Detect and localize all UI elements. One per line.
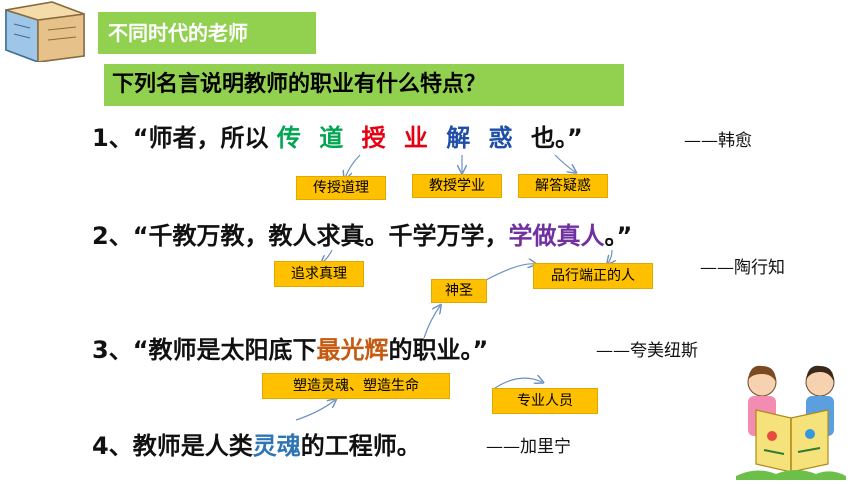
arrow-shen-sheng-to-zhen xyxy=(485,264,535,281)
word-ye: 业 xyxy=(403,124,438,152)
note-pin-xing-duan-zheng: 品行端正的人 xyxy=(533,263,653,289)
question-banner: 下列名言说明教师的职业有什么特点？ xyxy=(104,64,624,106)
arrow-zhuan-ye xyxy=(494,378,542,389)
arrow-zhen-ren xyxy=(608,249,612,263)
word-shou: 授 xyxy=(361,124,396,152)
arrow-shen-sheng xyxy=(423,306,440,339)
quote-2: 2、“千教万教，教人求真。千学万学，学做真人。” xyxy=(92,216,632,251)
book-box-icon xyxy=(5,1,85,62)
quote-4-suffix: 的工程师。 xyxy=(300,432,421,460)
quote-1-prefix: 1、“师者，所以 xyxy=(92,124,269,152)
note-jie-da-yi-huo: 解答疑惑 xyxy=(518,174,608,198)
arrow-jie-huo xyxy=(554,154,575,172)
quote-3-highlight: 最光辉 xyxy=(316,336,389,364)
quote-2-highlight: 学做真人 xyxy=(508,222,605,250)
word-chuan: 传 xyxy=(276,124,311,152)
children-reading-icon xyxy=(736,365,846,480)
note-su-zao: 塑造灵魂、塑造生命 xyxy=(262,373,450,399)
quote-4-highlight: 灵魂 xyxy=(252,432,301,460)
author-han-yu: ——韩愈 xyxy=(684,131,752,151)
note-jiao-shou-xue-ye: 教授学业 xyxy=(412,174,502,198)
section-tag: 不同时代的老师 xyxy=(98,12,316,54)
quote-2-prefix: 2、“千教万教，教人求真。千学万学， xyxy=(92,222,509,250)
word-dao: 道 xyxy=(319,124,354,152)
author-jia-li-ning: ——加里宁 xyxy=(486,437,571,457)
word-jie: 解 xyxy=(446,124,481,152)
quote-2-suffix: 。” xyxy=(604,222,633,250)
quote-4: 4、教师是人类灵魂的工程师。 xyxy=(92,426,421,461)
author-kua-mei-niu-si: ——夸美纽斯 xyxy=(596,341,698,361)
arrow-ling-hun xyxy=(295,400,335,421)
quote-3-prefix: 3、“教师是太阳底下 xyxy=(92,336,317,364)
quote-1: 1、“师者，所以 传 道 授 业 解 惑 也。” xyxy=(92,118,583,153)
word-huo: 惑 xyxy=(488,124,523,152)
quote-3: 3、“教师是太阳底下最光辉的职业。” xyxy=(92,330,488,365)
note-zhui-qiu-zhen-li: 追求真理 xyxy=(274,261,364,287)
author-tao-xing-zhi: ——陶行知 xyxy=(700,258,785,278)
arrow-chuan-dao xyxy=(345,154,361,178)
note-zhuan-ye-ren-yuan: 专业人员 xyxy=(492,388,598,414)
note-chuan-shou-dao-li: 传授道理 xyxy=(296,176,386,200)
quote-3-suffix: 的职业。” xyxy=(388,336,489,364)
quote-4-prefix: 4、教师是人类 xyxy=(92,432,253,460)
note-shen-sheng: 神圣 xyxy=(431,279,487,303)
quote-1-suffix: 也。” xyxy=(531,124,583,152)
